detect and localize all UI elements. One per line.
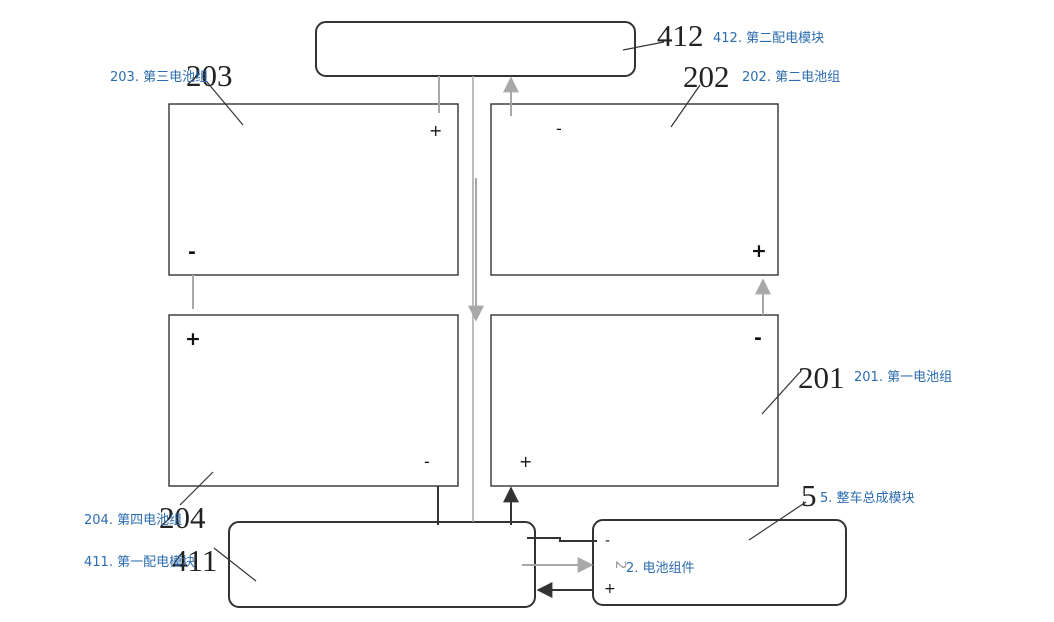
leader-411	[213, 547, 257, 582]
leader-412	[622, 41, 665, 51]
battery-pack-2-box	[490, 103, 779, 276]
ref-201: 201	[798, 360, 845, 395]
ref-202: 202	[683, 59, 730, 94]
leader-5	[748, 501, 807, 541]
caption-412: 412. 第二配电模块	[713, 31, 824, 46]
distribution-module-1-box	[228, 521, 536, 608]
battery-2-sign-top: -	[556, 119, 562, 138]
ref-204: 204	[159, 500, 206, 535]
battery-4-sign-bottom: -	[424, 452, 430, 471]
caption-2: 2. 电池组件	[626, 561, 695, 576]
battery-pack-4-box	[168, 314, 459, 487]
leader-201	[761, 371, 801, 415]
ref-412: 412	[657, 18, 704, 53]
distribution-module-2-box	[315, 21, 636, 77]
ref-5: 5	[801, 478, 817, 513]
battery-3-sign-bottom: -	[188, 241, 196, 263]
leader-202	[670, 84, 701, 128]
battery-1-sign-bottom: +	[519, 452, 532, 471]
caption-204: 204. 第四电池组	[84, 513, 182, 528]
caption-201: 201. 第一电池组	[854, 370, 952, 385]
caption-411: 411. 第一配电模块	[84, 555, 195, 570]
ref-411: 411	[172, 543, 217, 578]
battery-pack-3-box	[168, 103, 459, 276]
leader-204	[179, 471, 214, 506]
battery-assembly-sign-minus: -	[605, 533, 610, 549]
battery-pack-1-box	[490, 314, 779, 487]
battery-4-sign-top: +	[185, 328, 201, 350]
battery-assembly-sign-plus: +	[604, 581, 616, 597]
caption-5: 5. 整车总成模块	[820, 490, 915, 506]
caption-203: 203. 第三电池组	[110, 70, 208, 85]
battery-3-sign-top: +	[429, 121, 442, 140]
wire-411-to-5-minus	[527, 537, 597, 542]
ref-203: 203	[186, 58, 233, 93]
leader-203	[206, 81, 244, 126]
battery-1-sign-top: -	[754, 327, 762, 349]
battery-2-sign-bottom: +	[751, 240, 767, 262]
caption-202: 202. 第二电池组	[742, 70, 840, 85]
battery-assembly-ref: 2	[612, 561, 628, 570]
